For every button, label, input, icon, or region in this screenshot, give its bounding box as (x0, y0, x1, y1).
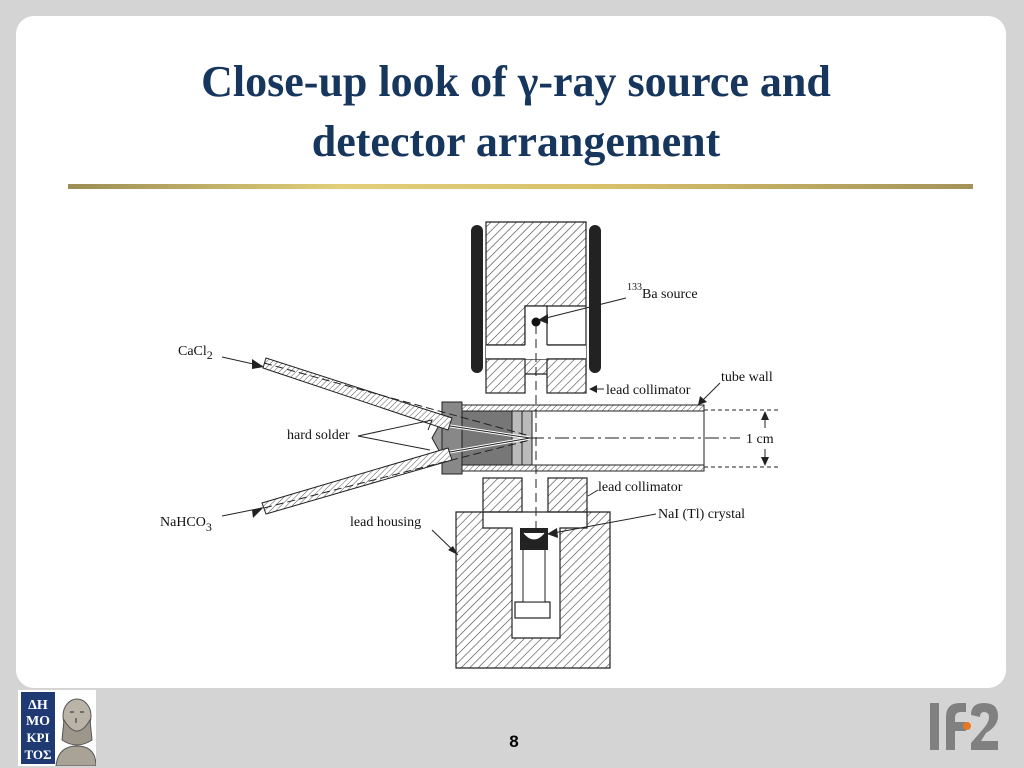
lower-collimator (482, 477, 588, 513)
title-line-1: Close-up look of γ-ray source and (60, 52, 972, 112)
logo-letters: ΔΗ (28, 698, 48, 713)
logo-letters: ΚΡΙ (26, 730, 49, 745)
right-clamp-bar (589, 225, 601, 373)
nahco3-label: NaHCO3 (160, 515, 212, 534)
lead-housing-label: lead housing (350, 515, 421, 530)
page-number: 8 (509, 732, 519, 751)
one-cm-label: 1 cm (746, 432, 774, 447)
ife-logo (930, 703, 998, 750)
hard-solder-label: hard solder (287, 428, 350, 443)
lead-collimator-bottom-label: lead collimator (598, 480, 683, 495)
left-clamp-bar (471, 225, 483, 373)
cacl2-label: CaCl2 (178, 344, 213, 362)
cacl2-inlet-tube (262, 357, 531, 437)
logo-letters: ΜΟ (26, 714, 50, 729)
title-divider (68, 184, 973, 189)
title-part: -ray source and (538, 57, 831, 106)
dimension-marker (704, 409, 778, 468)
ba-source-label: 133Ba source (627, 282, 698, 302)
lead-collimator-top-label: lead collimator (606, 383, 691, 398)
nahco3-inlet-tube (261, 439, 531, 515)
demokritos-logo: ΔΗ ΜΟ ΚΡΙ ΤΟΣ (18, 690, 96, 766)
slide-title: Close-up look of γ-ray source and detect… (60, 52, 972, 172)
detector-diagram: 133Ba source CaCl2 hard solder NaHCO3 le… (160, 221, 778, 669)
philosopher-bust-icon (55, 698, 96, 766)
title-line-2: detector arrangement (311, 117, 721, 166)
title-part: Close-up look of (201, 57, 518, 106)
logo-letters: ΤΟΣ (24, 747, 51, 762)
tube-wall-label: tube wall (721, 370, 773, 385)
gamma-symbol: γ (517, 57, 539, 106)
nai-crystal-label: NaI (Tl) crystal (658, 507, 745, 522)
source-holder (485, 221, 587, 394)
